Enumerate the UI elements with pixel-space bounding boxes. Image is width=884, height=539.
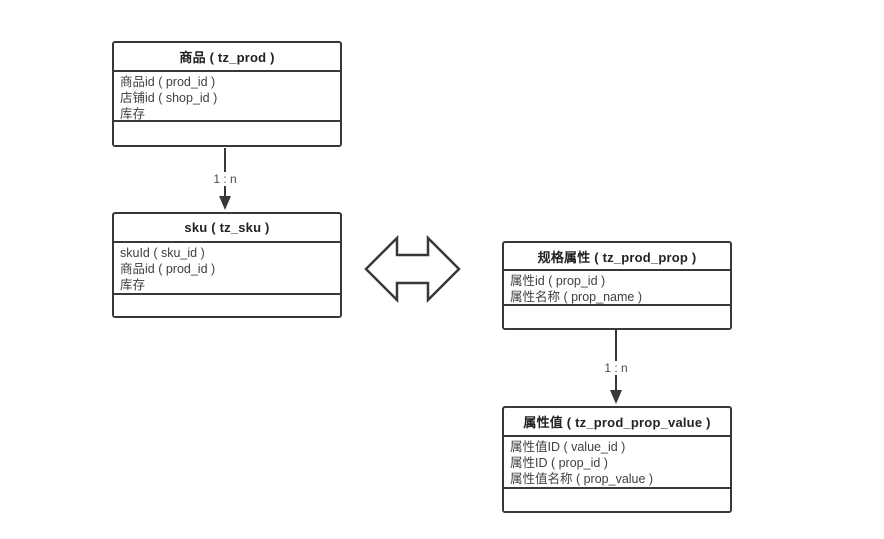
entity-sku-field-sku-id: skuId ( sku_id ) xyxy=(120,246,205,260)
entity-prod-fields: 商品id ( prod_id ) 店铺id ( shop_id ) 库存 xyxy=(114,72,340,122)
entity-sku-title: sku ( tz_sku ) xyxy=(114,214,340,243)
entity-prop-footer xyxy=(504,306,730,328)
entity-prod-footer xyxy=(114,122,340,145)
entity-prod-field-stock: 库存 xyxy=(120,107,146,121)
entity-prod-field-prod-id: 商品id ( prod_id ) xyxy=(120,75,216,89)
entity-value[interactable]: 属性值 ( tz_prod_prop_value ) 属性值ID ( value… xyxy=(502,406,732,513)
relation-label-prod-sku: 1 : n xyxy=(210,172,240,186)
double-arrow-icon[interactable] xyxy=(364,234,461,304)
entity-prod-field-shop-id: 店铺id ( shop_id ) xyxy=(120,91,218,105)
entity-prop-field-prop-id: 属性id ( prop_id ) xyxy=(510,274,606,288)
entity-sku-field-stock: 库存 xyxy=(120,278,146,292)
arrowhead-down-icon xyxy=(610,390,622,404)
entity-sku[interactable]: sku ( tz_sku ) skuId ( sku_id ) 商品id ( p… xyxy=(112,212,342,318)
relation-label-prop-value: 1 : n xyxy=(601,361,631,375)
entity-prop[interactable]: 规格属性 ( tz_prod_prop ) 属性id ( prop_id ) 属… xyxy=(502,241,732,330)
entity-prop-title: 规格属性 ( tz_prod_prop ) xyxy=(504,243,730,271)
entity-value-title: 属性值 ( tz_prod_prop_value ) xyxy=(504,408,730,437)
entity-prop-fields: 属性id ( prop_id ) 属性名称 ( prop_name ) xyxy=(504,271,730,306)
entity-value-field-prop-id: 属性ID ( prop_id ) xyxy=(510,456,608,470)
entity-value-field-value-id: 属性值ID ( value_id ) xyxy=(510,440,626,454)
entity-value-footer xyxy=(504,489,730,511)
entity-value-fields: 属性值ID ( value_id ) 属性ID ( prop_id ) 属性值名… xyxy=(504,437,730,489)
entity-sku-footer xyxy=(114,295,340,316)
entity-sku-fields: skuId ( sku_id ) 商品id ( prod_id ) 库存 xyxy=(114,243,340,295)
arrowhead-down-icon xyxy=(219,196,231,210)
entity-prod-title: 商品 ( tz_prod ) xyxy=(114,43,340,72)
entity-prod[interactable]: 商品 ( tz_prod ) 商品id ( prod_id ) 店铺id ( s… xyxy=(112,41,342,147)
entity-prop-field-prop-name: 属性名称 ( prop_name ) xyxy=(510,290,642,304)
entity-sku-field-prod-id: 商品id ( prod_id ) xyxy=(120,262,216,276)
entity-value-field-prop-value: 属性值名称 ( prop_value ) xyxy=(510,472,654,486)
